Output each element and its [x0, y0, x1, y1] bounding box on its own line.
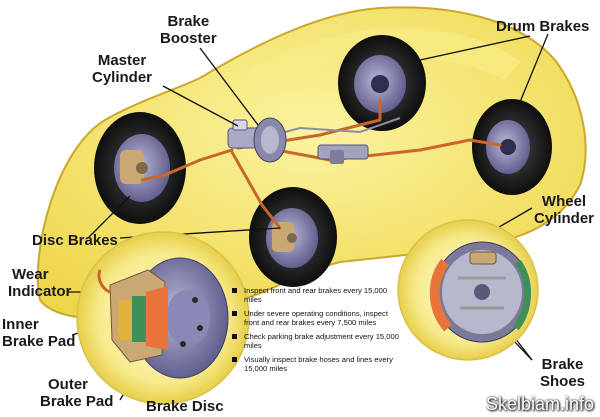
label-wear-indicator-line2: Indicator	[8, 283, 72, 300]
label-brake-booster-line2: Booster	[160, 30, 217, 47]
label-master-cylinder-line1: Master	[97, 52, 147, 69]
label-drum-brakes: Drum Brakes	[496, 18, 590, 35]
label-outer-brake-pad-line1: Outer	[48, 376, 89, 393]
label-disc-brakes: Disc Brakes	[32, 232, 118, 249]
note-item: Check parking brake adjustment every 15,…	[232, 332, 402, 350]
disc-brake-callout	[76, 231, 250, 405]
bullet-icon	[232, 334, 237, 339]
label-outer-brake-pad-line2: Brake Pad	[40, 393, 114, 410]
rear-left-wheel	[472, 99, 552, 195]
label-outer-brake-pad: Outer Brake Pad	[40, 376, 113, 410]
car-window	[215, 27, 520, 108]
bullet-icon	[232, 311, 237, 316]
maintenance-notes: Inspect front and rear brakes every 15,0…	[232, 286, 402, 378]
label-wheel-cylinder-line1: Wheel	[541, 193, 587, 210]
label-brake-booster: Brake Booster	[160, 13, 217, 47]
watermark: Skelbiam.info	[485, 394, 594, 414]
note-text: Check parking brake adjustment every 15,…	[244, 332, 399, 350]
note-text: Under severe operating conditions, inspe…	[244, 309, 388, 327]
label-master-cylinder: Master Cylinder	[92, 52, 152, 86]
front-right-wheel	[94, 112, 186, 224]
label-inner-brake-pad-line2: Brake Pad	[2, 333, 76, 350]
note-item: Visually inspect brake hoses and lines e…	[232, 355, 402, 373]
label-brake-shoes-line1: Brake	[541, 356, 584, 373]
label-wheel-cylinder: Wheel Cylinder	[534, 193, 594, 227]
rear-right-wheel	[338, 35, 426, 131]
label-inner-brake-pad: Inner Brake Pad	[2, 316, 75, 350]
label-wear-indicator: Wear Indicator	[8, 266, 71, 300]
label-brake-shoes-line2: Shoes	[540, 373, 586, 390]
label-brake-disc: Brake Disc	[146, 398, 224, 415]
label-master-cylinder-line2: Cylinder	[92, 69, 153, 86]
label-wear-indicator-line1: Wear	[12, 266, 49, 283]
brake-booster	[253, 117, 287, 163]
note-item: Inspect front and rear brakes every 15,0…	[232, 286, 402, 304]
label-brake-shoes: Brake Shoes	[540, 356, 585, 390]
drum-brake-callout	[397, 219, 539, 361]
label-wheel-cylinder-line2: Cylinder	[534, 210, 595, 227]
bullet-icon	[232, 288, 237, 293]
parking-brake-assembly	[317, 144, 369, 164]
note-item: Under severe operating conditions, inspe…	[232, 309, 402, 327]
note-text: Visually inspect brake hoses and lines e…	[244, 355, 393, 373]
bullet-icon	[232, 357, 237, 362]
label-brake-booster-line1: Brake	[167, 13, 210, 30]
label-inner-brake-pad-line1: Inner	[2, 316, 39, 333]
note-text: Inspect front and rear brakes every 15,0…	[244, 286, 388, 304]
front-left-wheel	[249, 187, 337, 287]
